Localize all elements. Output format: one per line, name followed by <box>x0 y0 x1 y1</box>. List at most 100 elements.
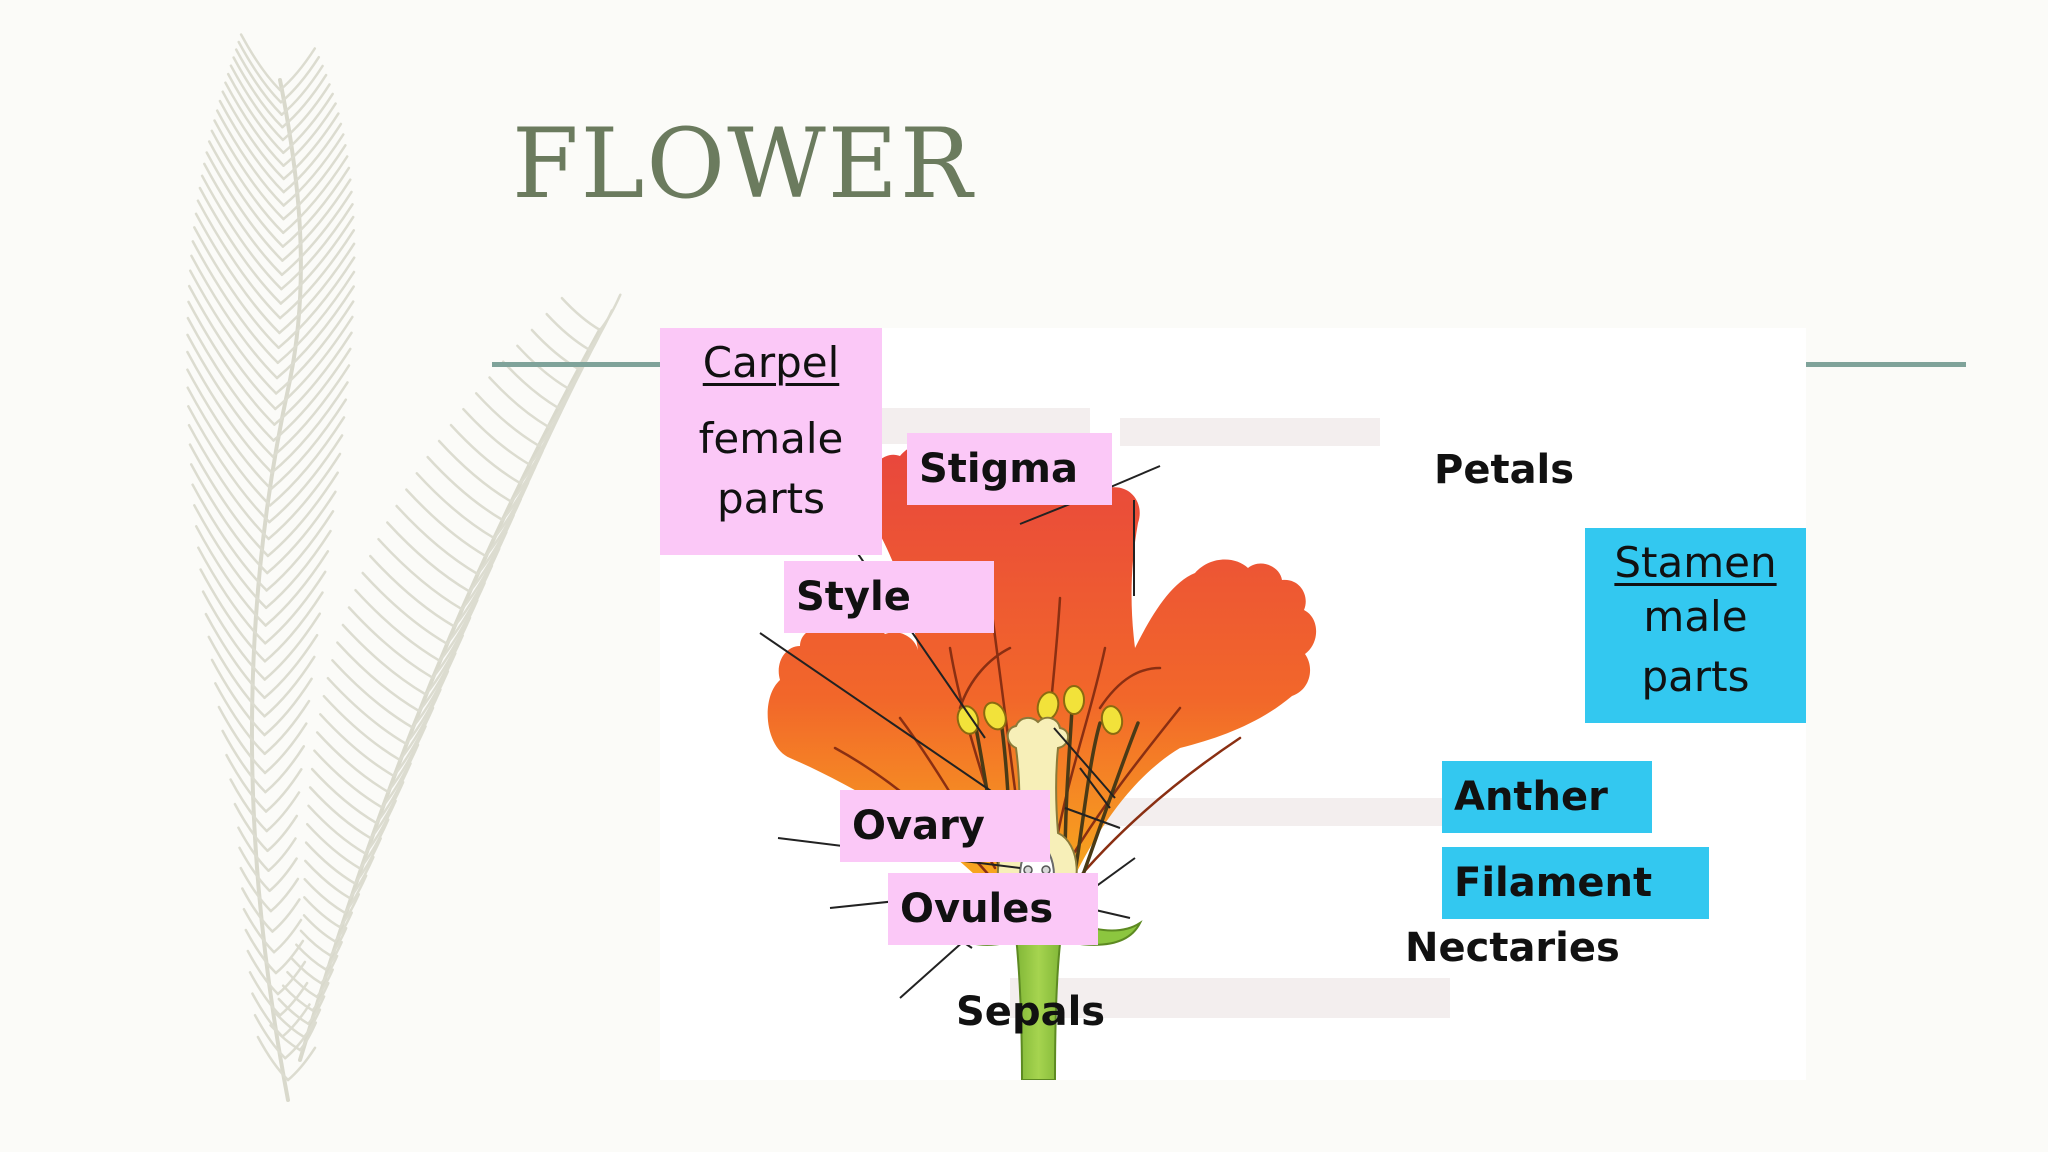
feather-barb <box>232 56 284 129</box>
feather-barb <box>269 1024 302 1052</box>
feather-barb <box>234 48 283 116</box>
feather-barb <box>215 109 285 207</box>
stamen-line2: parts <box>1641 652 1750 701</box>
feather-barb <box>187 423 270 541</box>
feather-barb <box>268 416 346 507</box>
feather-barb <box>264 745 306 794</box>
carpel-line1: female <box>698 414 844 463</box>
feather-barb <box>229 64 285 142</box>
feather-barb <box>186 333 274 458</box>
feather-barb <box>256 1035 290 1082</box>
feather-barb <box>210 129 285 235</box>
feather-barb <box>445 564 494 645</box>
feather-barb <box>398 688 442 762</box>
stamen-heading: Stamen <box>1614 538 1777 587</box>
feather-barb <box>279 215 355 305</box>
feather-barb <box>348 855 375 900</box>
feather-barb <box>191 483 268 592</box>
feather-barb <box>278 242 356 335</box>
feather-barb <box>186 350 274 474</box>
feather-barb <box>194 525 267 627</box>
feather-barb <box>324 940 343 971</box>
feather-barb <box>189 463 269 575</box>
feather-barb <box>474 392 541 448</box>
feather-barb <box>273 1010 306 1039</box>
feather-barb <box>263 570 327 645</box>
feather-barb <box>488 376 550 429</box>
feather-barb <box>224 81 285 167</box>
feather-barb <box>278 981 309 1017</box>
feather-barb <box>319 713 395 778</box>
feather-barb <box>298 1021 318 1052</box>
feather-barb <box>333 911 353 943</box>
feather-barb <box>424 616 472 696</box>
feather-barb <box>233 802 269 853</box>
feather-barb <box>449 423 522 485</box>
feather-barb <box>280 203 354 291</box>
feather-barb <box>279 55 321 104</box>
feather-barb <box>270 381 349 474</box>
feather-barb <box>274 300 355 395</box>
feather-barb <box>304 859 351 900</box>
feather-barb <box>269 398 348 491</box>
feather-barb <box>281 166 351 248</box>
feather-barb <box>239 33 282 92</box>
feather-barb <box>353 837 382 885</box>
feather-barb <box>221 90 285 181</box>
feather-barb <box>476 497 523 576</box>
feather-barb <box>492 465 537 540</box>
feather-barb <box>276 960 307 996</box>
feather-barb <box>280 64 324 116</box>
feather-barb <box>239 866 273 913</box>
feather-barb <box>307 804 367 855</box>
feather-barb <box>193 226 280 350</box>
feather-barb <box>269 877 300 913</box>
feather-barb <box>191 240 280 365</box>
feather-barb <box>268 434 344 524</box>
carpel-line2: parts <box>716 474 825 523</box>
feather-barb <box>273 331 353 426</box>
feather-barb <box>203 162 284 277</box>
feather-barb <box>263 655 316 718</box>
feather-barb <box>201 590 266 681</box>
feather-barb <box>377 537 464 611</box>
feather-barb <box>264 529 332 610</box>
label-ovules: Ovules <box>888 873 1098 945</box>
feather-barb <box>303 877 346 914</box>
feather-barb <box>315 968 334 999</box>
feather-barb <box>204 612 266 700</box>
feather-barb <box>196 199 282 320</box>
feather-barb <box>267 837 297 872</box>
feather-barb <box>274 315 354 411</box>
feather-barb <box>315 731 390 793</box>
feather-barb <box>438 581 486 663</box>
feather-barb <box>282 102 337 167</box>
feather-barb <box>417 634 464 713</box>
feather-barb <box>207 635 266 718</box>
label-ovary: Ovary <box>840 790 1050 862</box>
feather-barb <box>200 174 283 291</box>
feather-barb <box>282 112 340 181</box>
feather-barb <box>311 981 330 1012</box>
feather-barb <box>264 768 303 813</box>
feather-barb <box>411 652 457 729</box>
feather-barb <box>275 285 355 380</box>
feather-barb <box>338 893 361 929</box>
feather-barb <box>214 682 266 756</box>
feather-barb <box>282 133 345 207</box>
feather-barb <box>263 591 324 663</box>
feather-barb <box>280 190 353 277</box>
feather-barb <box>264 550 330 627</box>
feather-barb <box>460 530 508 611</box>
feather-barb <box>347 606 434 679</box>
feather-barb <box>271 364 351 458</box>
feather-barb <box>194 212 281 335</box>
feather-barb <box>188 269 278 395</box>
feather-barb <box>229 778 268 833</box>
feather-barb <box>244 928 278 975</box>
feather-barb <box>226 72 285 155</box>
feather-barb <box>286 1046 317 1082</box>
label-style: Style <box>784 561 994 633</box>
label-petals: Petals <box>1434 447 1575 493</box>
